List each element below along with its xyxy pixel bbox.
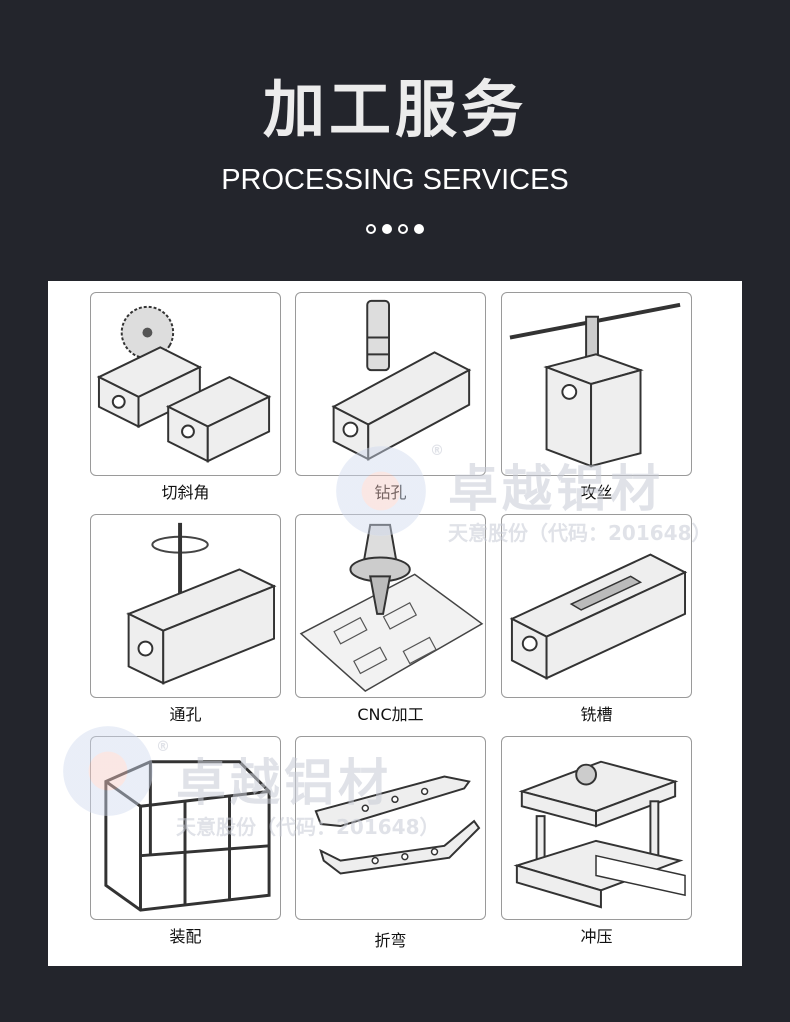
stamping-icon — [501, 736, 692, 920]
pagination-dots — [0, 219, 790, 238]
service-label: 攻丝 — [580, 483, 613, 502]
page-title: 加工服务 — [262, 73, 527, 146]
service-label: 通孔 — [169, 705, 202, 724]
drilling-icon — [295, 292, 486, 476]
service-label: CNC加工 — [357, 705, 424, 724]
service-label: 装配 — [169, 927, 202, 946]
dot-indicator — [366, 224, 376, 234]
service-label: 冲压 — [580, 927, 613, 946]
cnc-machining-icon — [295, 514, 486, 698]
saw-cutting-icon — [90, 292, 281, 476]
service-label: 铣槽 — [580, 705, 613, 724]
services-panel: 切斜角 钻孔 攻丝 — [48, 281, 742, 966]
page-subtitle: PROCESSING SERVICES — [221, 164, 569, 196]
dot-indicator — [414, 224, 424, 234]
tapping-icon — [501, 292, 692, 476]
service-label: 钻孔 — [374, 483, 407, 502]
dot-indicator — [382, 224, 392, 234]
through-hole-icon — [90, 514, 281, 698]
service-label: 折弯 — [374, 931, 407, 950]
service-label: 切斜角 — [161, 483, 210, 502]
dot-indicator — [398, 224, 408, 234]
milling-slot-icon — [501, 514, 692, 698]
bending-icon — [295, 736, 486, 920]
assembly-frame-icon — [90, 736, 281, 920]
